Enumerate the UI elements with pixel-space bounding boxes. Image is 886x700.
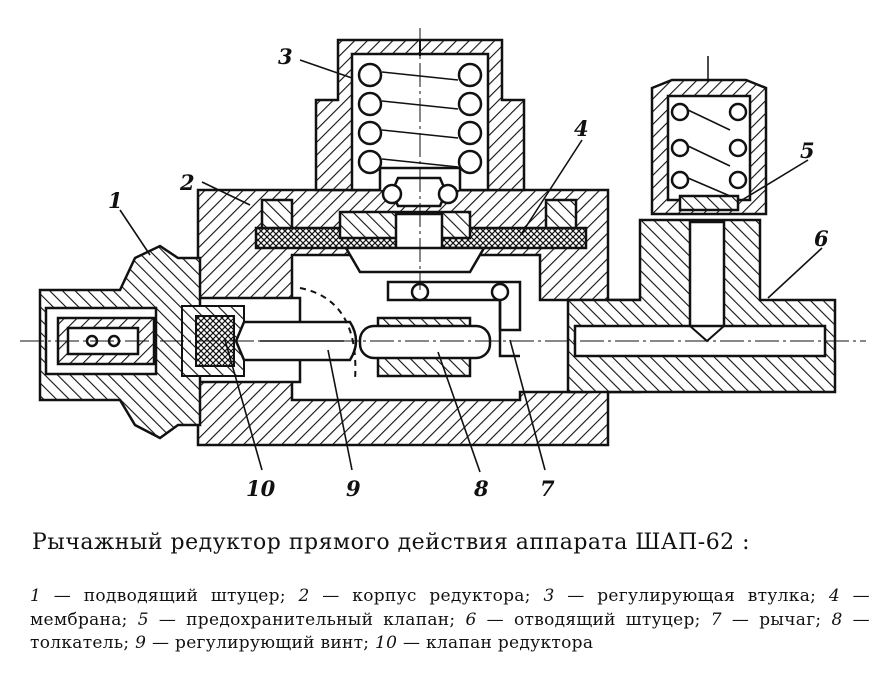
legend-item-7: 7 — рычаг; [710, 609, 822, 630]
legend-item-5: 5 — предохранительный клапан; [137, 609, 456, 630]
figure-legend: 1 — подводящий штуцер; 2 — корпус редукт… [30, 585, 870, 656]
legend-item-1: 1 — подводящий штуцер; [30, 586, 286, 606]
legend-item-6: 6 — отводящий штуцер; [465, 609, 701, 630]
safety-valve [650, 56, 768, 216]
callout-5: 5 [800, 138, 815, 163]
callout-4: 4 [574, 116, 589, 141]
legend-item-10: 10 — клапан редуктора [375, 633, 594, 653]
callout-2: 2 [179, 170, 195, 195]
reducer-cross-section: 1 2 3 4 5 6 7 8 9 10 [20, 28, 866, 501]
legend-item-9: 9 — регулирующий винт; [135, 633, 370, 653]
callout-9: 9 [346, 476, 361, 501]
callout-6: 6 [814, 226, 829, 251]
leader-lines [119, 59, 823, 473]
callout-8: 8 [473, 476, 489, 501]
callout-3: 3 [278, 44, 293, 69]
legend-item-8: 8 — толкатель; [30, 609, 870, 654]
legend-item-2: 2 — корпус редуктора; [298, 586, 531, 606]
legend-item-3: 3 — регулирующая втулка; [543, 586, 817, 606]
legend-item-4: 4 — мембрана; [30, 586, 870, 630]
figure-caption: Рычажный редуктор прямого действия аппар… [32, 530, 751, 555]
spring [357, 62, 483, 208]
callout-10: 10 [246, 476, 276, 501]
callout-1: 1 [108, 188, 123, 213]
membrane-assembly [254, 198, 588, 274]
callout-7: 7 [540, 476, 555, 501]
pusher [358, 316, 492, 378]
inlet-fitting [38, 244, 202, 440]
